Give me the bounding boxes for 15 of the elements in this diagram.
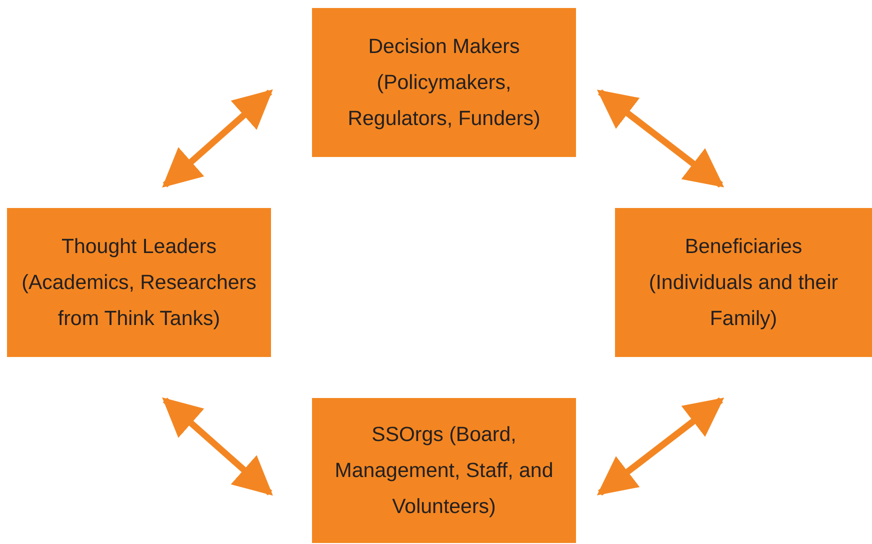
box-label: (Academics, Researchers from Think Tanks): [21, 270, 257, 332]
stakeholder-box: [615, 208, 872, 357]
stakeholder-box: [312, 398, 576, 543]
double-arrow: [162, 397, 273, 496]
box-label: SSOrgs (Board, Management, Staff, and Volunteers): [334, 422, 554, 520]
box-label: (Policymakers, Regulators, Funders): [346, 70, 542, 132]
double-arrow: [162, 89, 273, 188]
stakeholder-box: [312, 8, 576, 157]
double-arrow: [596, 89, 724, 188]
box-label: (Individuals and their Family): [648, 270, 840, 332]
box-label: Beneficiaries: [684, 234, 802, 260]
box-label: Decision Makers: [368, 34, 520, 60]
stakeholder-box: [7, 208, 271, 357]
box-label: Thought Leaders: [61, 234, 216, 260]
double-arrow: [596, 397, 724, 496]
